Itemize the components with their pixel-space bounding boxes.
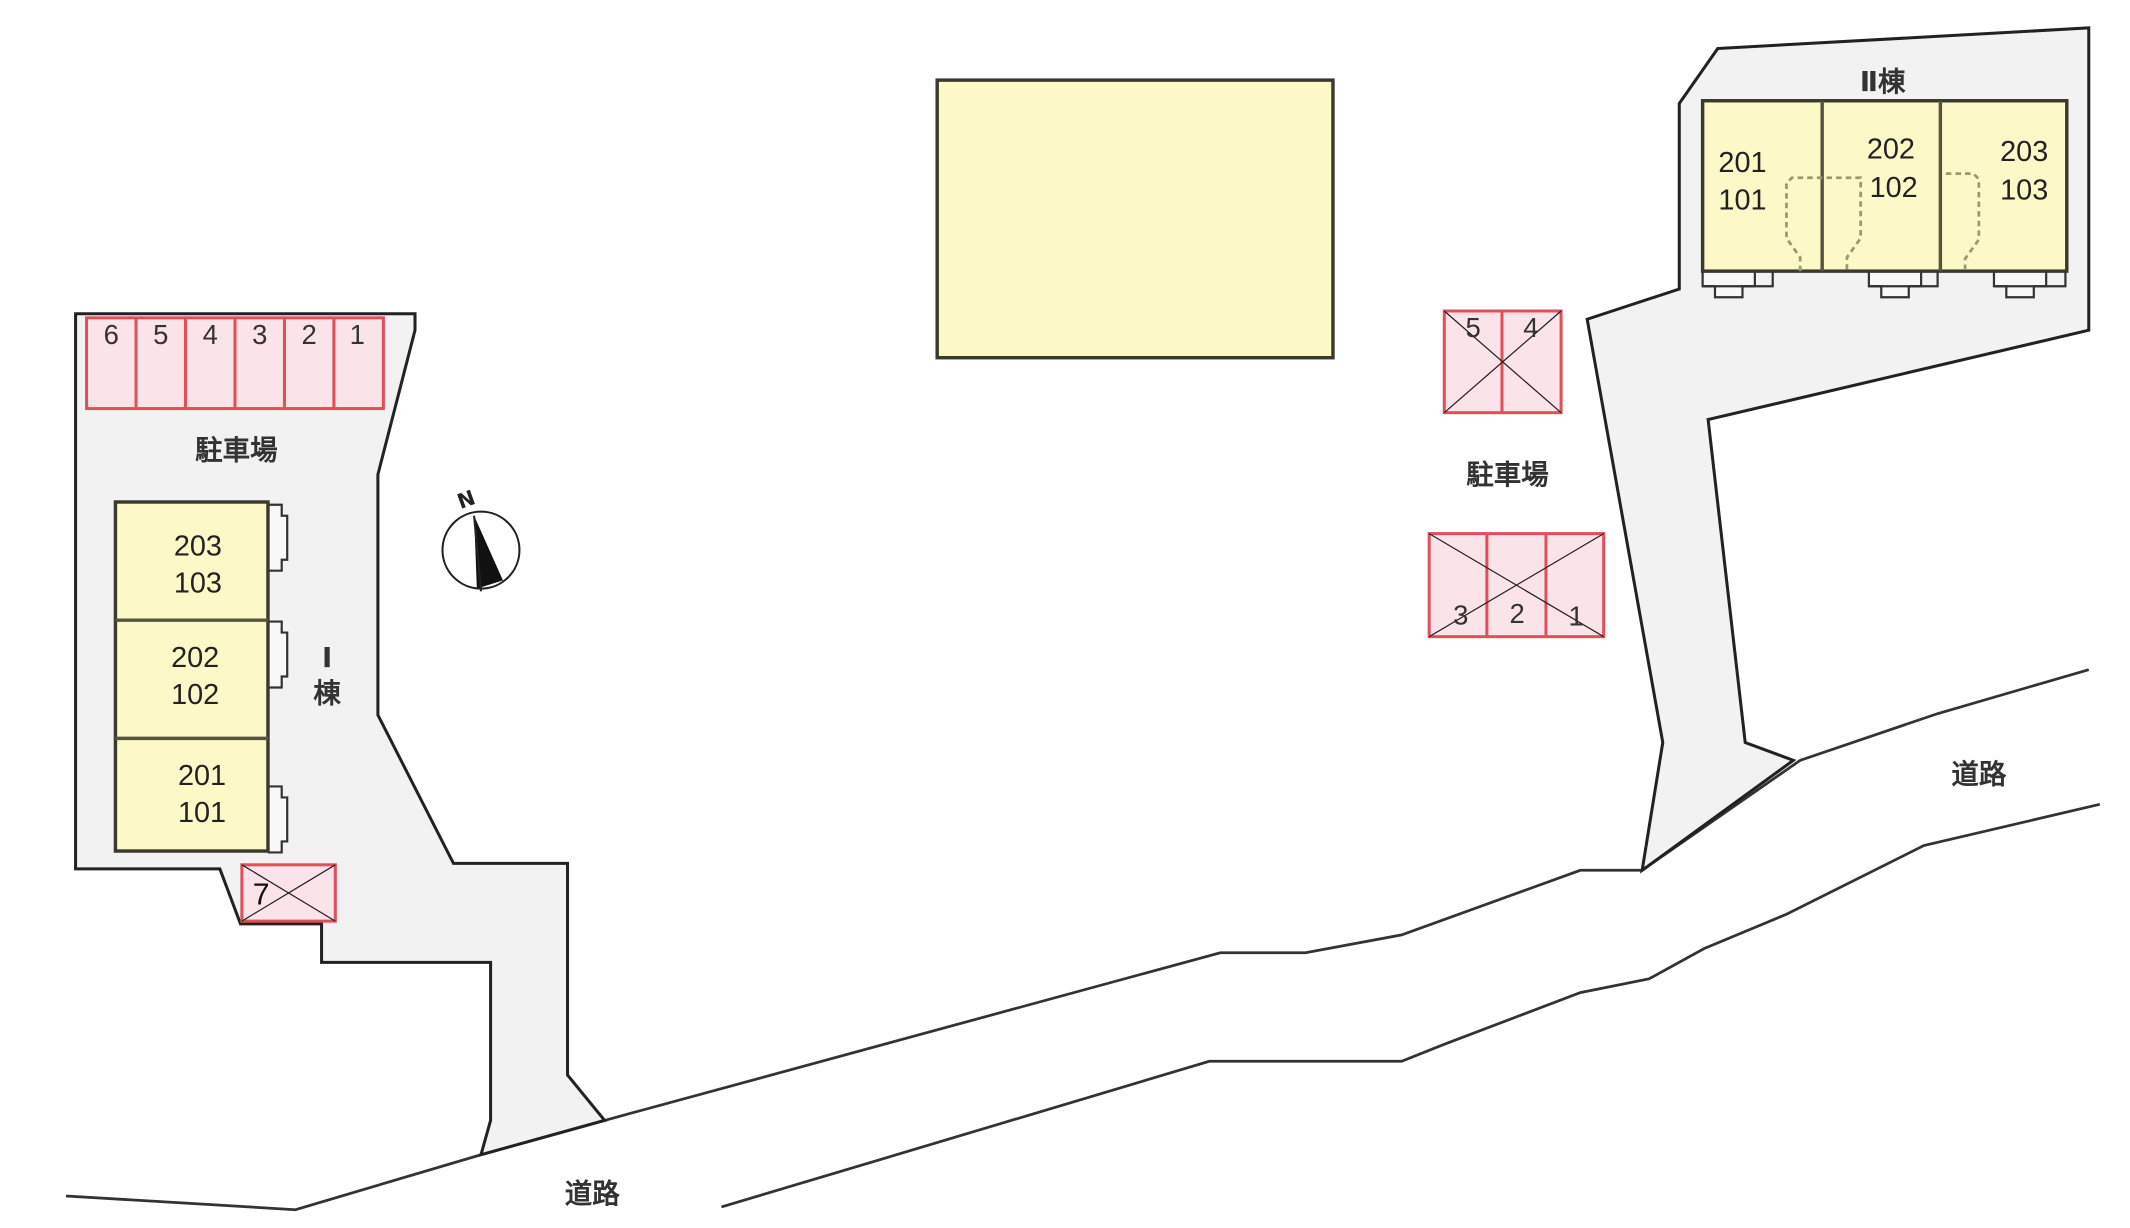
parking-left-row: 6 5 4 3 2 1 [85, 316, 385, 411]
b2-unit-202: 202 [1867, 133, 1915, 165]
b1-unit-203: 203 [174, 531, 222, 563]
road-lines [65, 668, 2101, 1212]
b1-unit-201: 201 [178, 760, 226, 792]
parking-space-4: 4 [203, 319, 218, 350]
parking-right-top: 5 4 [1442, 309, 1563, 415]
parking-space-1: 1 [350, 319, 365, 350]
center-building [935, 78, 1335, 360]
building-1: 203 103 202 102 201 101 [113, 500, 289, 854]
building-1-label-numeral: Ⅰ [322, 642, 332, 674]
building-2: 201 101 202 102 203 103 [1700, 99, 2069, 299]
parking-space-6: 6 [104, 319, 119, 350]
parking-space-1: 1 [1569, 601, 1584, 632]
parking-space-2: 2 [1509, 598, 1524, 629]
parking-right-bottom: 3 2 1 [1427, 532, 1606, 639]
parking-space-5: 5 [1465, 312, 1480, 343]
parking-left-label: 駐車場 [195, 434, 277, 466]
svg-text:N: N [454, 485, 478, 513]
parking-space-7: 7 [240, 863, 337, 923]
b2-unit-103: 103 [2000, 175, 2048, 207]
b1-unit-101: 101 [178, 797, 226, 829]
b1-unit-202: 202 [171, 642, 219, 674]
b1-unit-103: 103 [174, 568, 222, 600]
parking-space-4: 4 [1523, 312, 1538, 343]
building-2-label: Ⅱ棟 [1860, 66, 1906, 98]
parking-right-label: 駐車場 [1466, 459, 1548, 491]
parking-space-3: 3 [252, 319, 267, 350]
b2-unit-102: 102 [1870, 172, 1918, 204]
b2-unit-101: 101 [1718, 184, 1766, 216]
svg-text:7: 7 [253, 879, 270, 912]
b2-unit-201: 201 [1718, 147, 1766, 179]
b2-unit-203: 203 [2000, 136, 2048, 168]
north-compass-icon: N [441, 485, 521, 592]
road-label-right: 道路 [1951, 759, 2006, 791]
parking-space-5: 5 [153, 319, 168, 350]
building-1-label-kanji: 棟 [313, 678, 341, 710]
b1-unit-102: 102 [171, 679, 219, 711]
road-label-bottom: 道路 [565, 1178, 620, 1210]
parking-space-2: 2 [302, 319, 317, 350]
parking-space-3: 3 [1453, 599, 1468, 630]
